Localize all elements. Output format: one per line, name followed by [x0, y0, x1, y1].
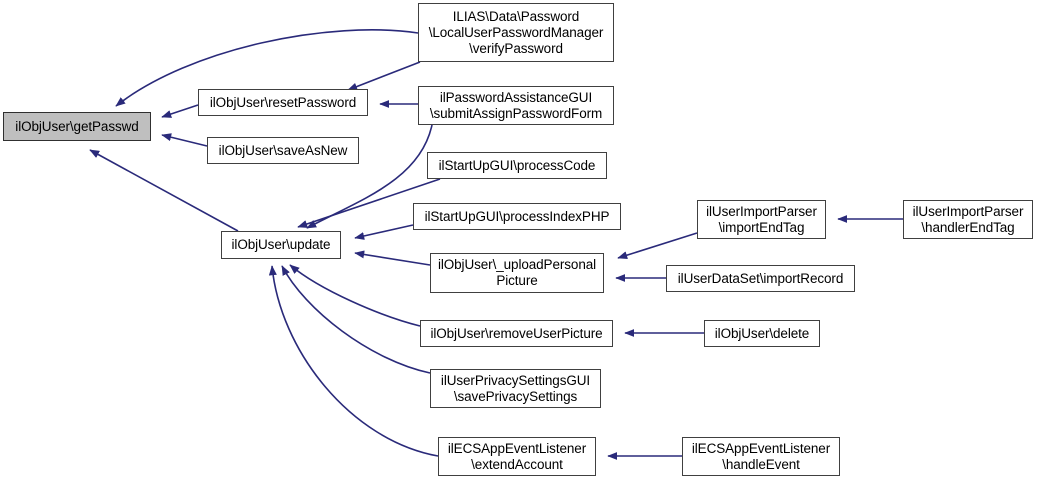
- node-label: ilECSAppEventListener \handleEvent: [691, 440, 831, 472]
- edge-verifyPassword-to-resetPassword: [347, 61, 421, 91]
- node-importEndTag[interactable]: ilUserImportParser \importEndTag: [697, 200, 826, 239]
- edge-importEndTag-to-uploadPersonalPicture: [617, 232, 698, 260]
- node-update[interactable]: ilObjUser\update: [221, 231, 341, 259]
- edge-extendAccount-to-update: [268, 265, 439, 457]
- node-label: ilObjUser\_uploadPersonal Picture: [437, 257, 597, 288]
- node-label: ilUserImportParser \handlerEndTag: [912, 203, 1024, 235]
- edge-removeUserPicture-to-update: [289, 264, 421, 327]
- node-label: ilObjUser\saveAsNew: [218, 142, 348, 158]
- node-label: ilObjUser\update: [231, 237, 331, 252]
- edge-saveAsNew-to-getPasswd: [161, 133, 208, 147]
- node-delete[interactable]: ilObjUser\delete: [704, 320, 820, 347]
- node-label: ilObjUser\resetPassword: [209, 94, 357, 110]
- node-handleEvent[interactable]: ilECSAppEventListener \handleEvent: [682, 437, 840, 476]
- node-label: ilObjUser\getPasswd: [15, 118, 139, 134]
- node-verifyPassword[interactable]: ILIAS\Data\Password \LocalUserPasswordMa…: [418, 3, 614, 62]
- node-savePrivacySettings[interactable]: ilUserPrivacySettingsGUI \savePrivacySet…: [430, 369, 601, 408]
- node-extendAccount[interactable]: ilECSAppEventListener \extendAccount: [438, 437, 596, 476]
- edge-savePrivacySettings-to-update: [281, 265, 431, 374]
- node-label: ilPasswordAssistanceGUI \submitAssignPas…: [429, 89, 603, 121]
- node-submitAssignPasswordForm[interactable]: ilPasswordAssistanceGUI \submitAssignPas…: [418, 86, 614, 125]
- edge-processIndexPHP-to-update: [354, 224, 414, 240]
- node-label: ilObjUser\delete: [714, 325, 810, 341]
- node-label: ilUserPrivacySettingsGUI \savePrivacySet…: [440, 372, 591, 404]
- node-handlerEndTag[interactable]: ilUserImportParser \handlerEndTag: [903, 200, 1033, 239]
- node-resetPassword[interactable]: ilObjUser\resetPassword: [198, 89, 368, 116]
- node-removeUserPicture[interactable]: ilObjUser\removeUserPicture: [420, 320, 613, 347]
- node-label: ilStartUpGUI\processIndexPHP: [424, 208, 610, 224]
- node-processIndexPHP[interactable]: ilStartUpGUI\processIndexPHP: [413, 203, 621, 230]
- node-label: ilUserImportParser \importEndTag: [706, 203, 817, 235]
- node-label: ilUserDataSet\importRecord: [677, 270, 844, 286]
- node-processCode[interactable]: ilStartUpGUI\processCode: [427, 152, 607, 179]
- node-label: ilStartUpGUI\processCode: [438, 157, 596, 173]
- node-saveAsNew[interactable]: ilObjUser\saveAsNew: [207, 137, 359, 164]
- node-label: ilECSAppEventListener \extendAccount: [447, 440, 587, 472]
- edge-uploadPersonalPicture-to-update: [354, 250, 431, 266]
- edge-resetPassword-to-getPasswd: [161, 104, 199, 118]
- node-importRecord[interactable]: ilUserDataSet\importRecord: [666, 265, 855, 292]
- node-getPasswd[interactable]: ilObjUser\getPasswd: [3, 112, 151, 141]
- node-uploadPersonalPicture[interactable]: ilObjUser\_uploadPersonal Picture: [430, 253, 604, 293]
- node-label: ilObjUser\removeUserPicture: [430, 325, 603, 341]
- node-label: ILIAS\Data\Password \LocalUserPasswordMa…: [428, 8, 604, 56]
